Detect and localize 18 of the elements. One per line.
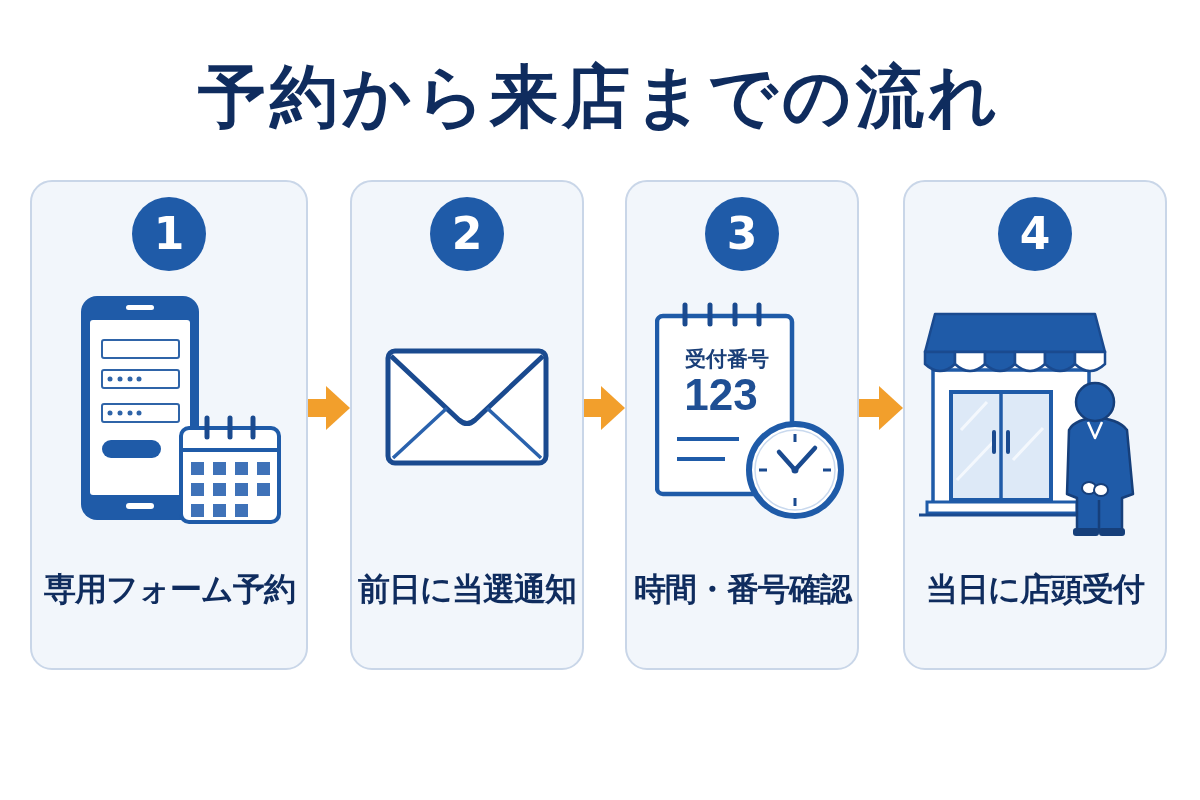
step-card — [30, 180, 308, 670]
step-number: 1 — [132, 197, 206, 271]
step-number: 3 — [705, 197, 779, 271]
step-card — [903, 180, 1167, 670]
step-label: 当日に店頭受付 — [926, 569, 1144, 610]
title: 予約から来店までの流れ — [198, 56, 1002, 138]
step-label: 前日に当選通知 — [358, 569, 576, 610]
step-label: 時間・番号確認 — [633, 569, 851, 610]
arrow — [584, 386, 625, 430]
arrow — [859, 386, 903, 430]
arrow — [308, 386, 350, 430]
step-number: 4 — [998, 197, 1072, 271]
step-card — [625, 180, 859, 670]
notepad-heading: 受付番号 — [685, 346, 769, 372]
step-number: 2 — [430, 197, 504, 271]
step-card — [350, 180, 584, 670]
step-label: 専用フォーム予約 — [43, 569, 295, 610]
notepad-number: 123 — [684, 371, 758, 419]
